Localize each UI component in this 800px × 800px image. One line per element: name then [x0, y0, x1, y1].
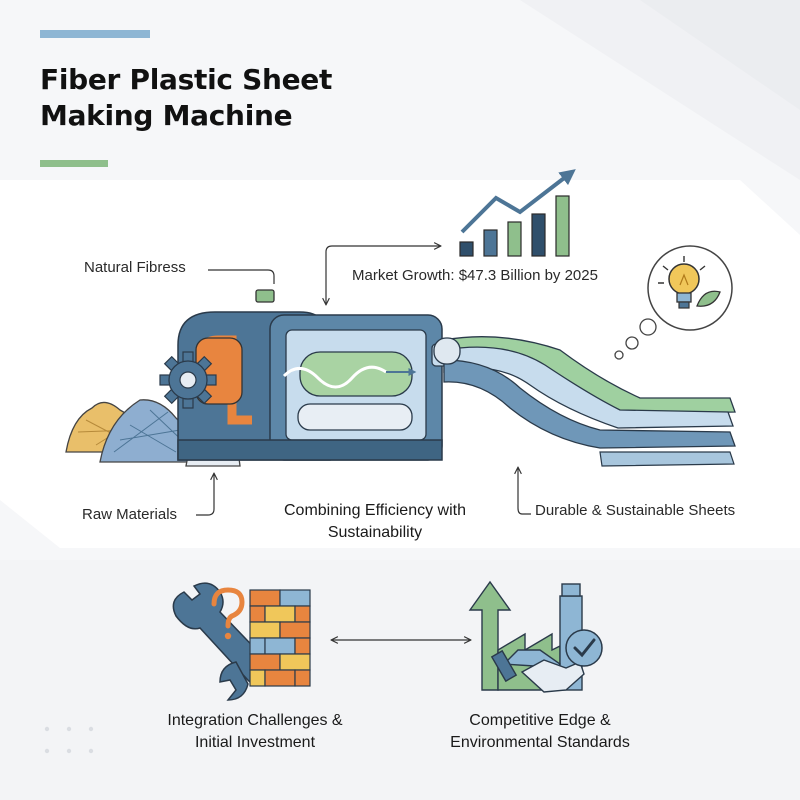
edge-caption-line-2: Environmental Standards	[450, 734, 630, 751]
center-caption-line-2: Sustainability	[327, 524, 423, 541]
market-growth-leader	[326, 246, 440, 304]
center-caption: Combining Efficiency with Sustainability	[250, 500, 500, 544]
market-growth-label: Market Growth: $47.3 Billion by 2025	[352, 267, 598, 284]
natural-fibres-leader	[208, 269, 275, 284]
title-line-2: Making Machine	[40, 99, 293, 132]
lightbulb-leaf-icon	[658, 256, 721, 309]
raw-materials-leader	[196, 474, 214, 516]
center-caption-line-1: Combining Efficiency with	[283, 502, 466, 519]
sheet-machine-icon	[177, 289, 461, 461]
gear-icon	[159, 351, 217, 409]
dot-grid-decor	[40, 720, 110, 764]
durable-sheets-label: Durable & Sustainable Sheets	[535, 502, 736, 519]
checkmark-badge-icon	[565, 629, 603, 667]
challenges-caption: Integration Challenges & Initial Investm…	[135, 710, 375, 754]
edge-caption-line-1: Competitive Edge &	[469, 712, 611, 729]
edge-caption: Competitive Edge & Environmental Standar…	[420, 710, 660, 754]
page-title: Fiber Plastic Sheet Making Machine	[40, 62, 332, 134]
wrench-icon	[172, 582, 274, 701]
challenges-caption-line-2: Initial Investment	[194, 734, 316, 751]
natural-fibres-label: Natural Fibress	[84, 259, 186, 276]
durable-sheets-leader	[518, 468, 531, 515]
leader-lines	[196, 246, 531, 640]
brick-wall-icon	[249, 589, 311, 687]
thought-bubble-icon	[614, 245, 733, 360]
question-mark-icon	[211, 587, 245, 640]
plastic-sheets-icon	[433, 336, 736, 467]
raw-materials-label: Raw Materials	[82, 506, 178, 523]
title-line-1: Fiber Plastic Sheet	[40, 63, 333, 96]
rising-bar-chart-icon	[459, 169, 576, 257]
accent-bar-blue	[40, 30, 150, 38]
handshake-icon	[490, 649, 585, 693]
accent-bar-green	[40, 160, 108, 167]
challenges-caption-line-1: Integration Challenges &	[167, 712, 343, 729]
